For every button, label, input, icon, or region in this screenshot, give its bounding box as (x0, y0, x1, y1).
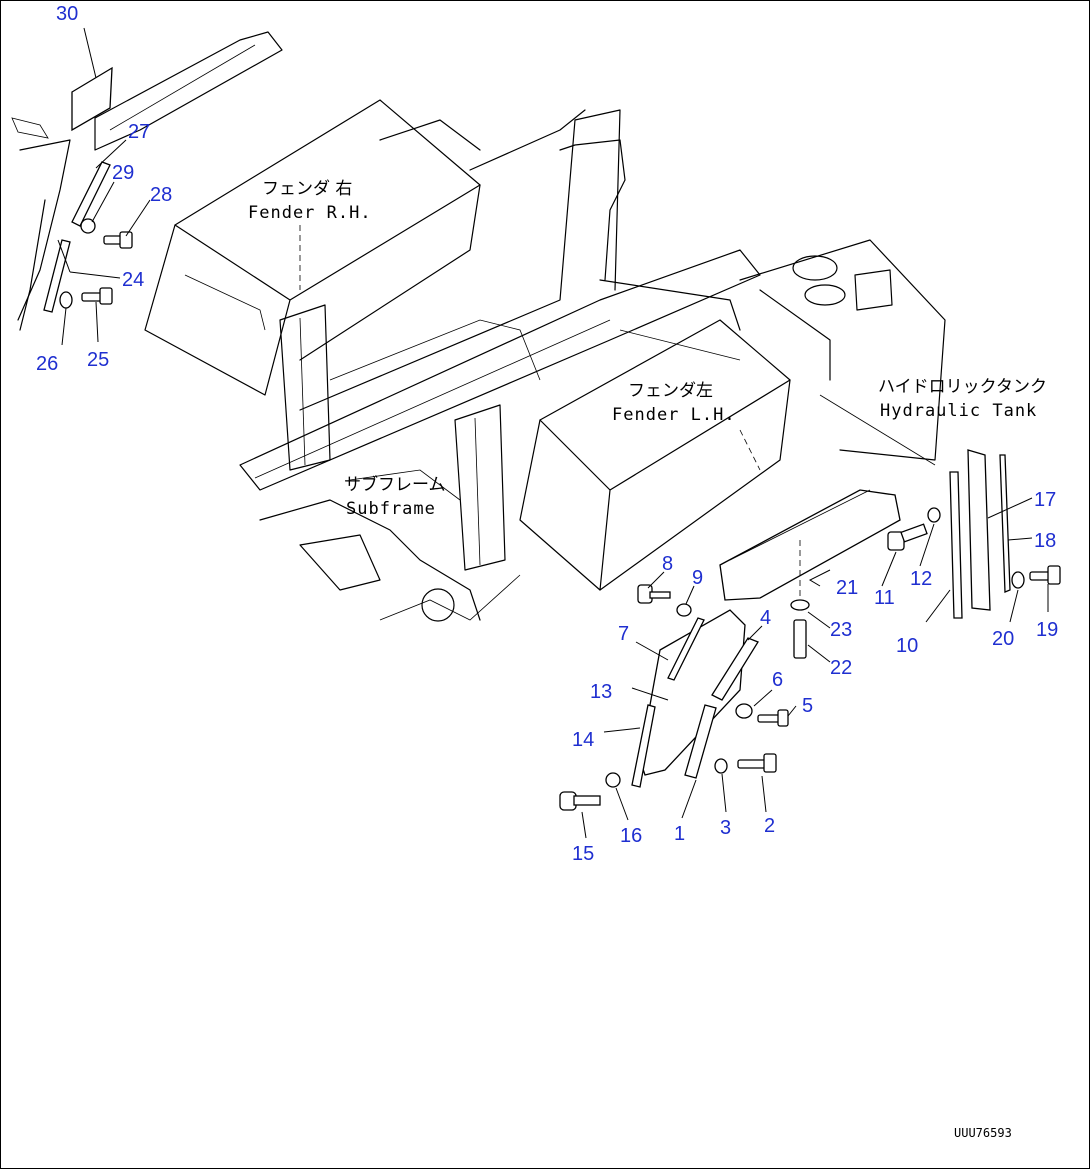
fender-rh (144, 99, 481, 396)
main-frame (239, 109, 761, 491)
hydraulic-tank-en-label: Hydraulic Tank (880, 401, 1037, 421)
part-11 (887, 523, 928, 551)
callout-1: 1 (674, 823, 685, 845)
part-12 (927, 507, 941, 523)
part-22-23 (790, 599, 810, 659)
fender-lh-jp-label: フェンダ左 (628, 381, 713, 401)
drawing-code: UUU76593 (954, 1126, 1012, 1140)
part-15 (559, 791, 601, 811)
part-7 (667, 617, 705, 681)
part-4 (711, 637, 759, 701)
callout-23: 23 (830, 619, 852, 641)
hydraulic-tank-jp-label: ハイドロリックタンク (878, 377, 1047, 397)
part-9 (676, 603, 692, 617)
callout-7: 7 (618, 623, 629, 645)
part-3 (714, 758, 728, 774)
callout-25: 25 (87, 349, 109, 371)
callout-3: 3 (720, 817, 731, 839)
callout-12: 12 (910, 568, 932, 590)
callout-13: 13 (590, 681, 612, 703)
callout-15: 15 (572, 843, 594, 865)
callout-2: 2 (764, 815, 775, 837)
part-25 (81, 287, 113, 305)
callout-17: 17 (1034, 489, 1056, 511)
fender-lh (519, 319, 791, 591)
hydraulic-tank (739, 239, 946, 466)
callout-6: 6 (772, 669, 783, 691)
callout-4: 4 (760, 607, 771, 629)
fender-rh-jp-label: フェンダ 右 (262, 179, 352, 199)
part-29 (80, 218, 96, 234)
callout-9: 9 (692, 567, 703, 589)
callout-29: 29 (112, 162, 134, 184)
part-10 (949, 471, 963, 619)
callout-21: 21 (836, 577, 858, 599)
part-5 (757, 709, 789, 727)
part-21 (719, 489, 901, 601)
callout-24: 24 (122, 269, 144, 291)
part-28 (103, 231, 133, 249)
part-16 (605, 772, 621, 788)
part-19 (1029, 565, 1061, 585)
callout-28: 28 (150, 184, 172, 206)
fender-lh-en-label: Fender L.H. (612, 405, 736, 425)
part-1 (684, 704, 717, 779)
subframe-jp-label: サブフレーム (344, 474, 446, 495)
part-2 (737, 753, 777, 773)
fender-rh-en-label: Fender R.H. (248, 203, 372, 223)
callout-26: 26 (36, 353, 58, 375)
callout-20: 20 (992, 628, 1014, 650)
callout-10: 10 (896, 635, 918, 657)
center-post (454, 404, 506, 571)
subframe-en-label: Subframe (346, 499, 436, 519)
part-6 (735, 703, 753, 719)
top-rail (11, 31, 283, 331)
part-26 (59, 291, 73, 309)
part-24 (43, 239, 71, 313)
part-30 (71, 66, 113, 132)
callout-18: 18 (1034, 530, 1056, 552)
callout-16: 16 (620, 825, 642, 847)
part-14 (631, 704, 656, 788)
part-17 (967, 449, 991, 611)
callout-14: 14 (572, 729, 594, 751)
callout-11: 11 (874, 587, 895, 609)
callout-30: 30 (56, 3, 78, 25)
callout-22: 22 (830, 657, 852, 679)
callout-19: 19 (1036, 619, 1058, 641)
subframe (259, 469, 521, 622)
callout-5: 5 (802, 695, 813, 717)
part-20 (1011, 571, 1025, 589)
callout-8: 8 (662, 553, 673, 575)
part-8 (637, 584, 671, 604)
leader-lines (57, 27, 1049, 839)
part-27 (71, 161, 111, 227)
callout-27: 27 (128, 121, 150, 143)
left-post (279, 304, 331, 471)
part-18 (999, 454, 1011, 593)
